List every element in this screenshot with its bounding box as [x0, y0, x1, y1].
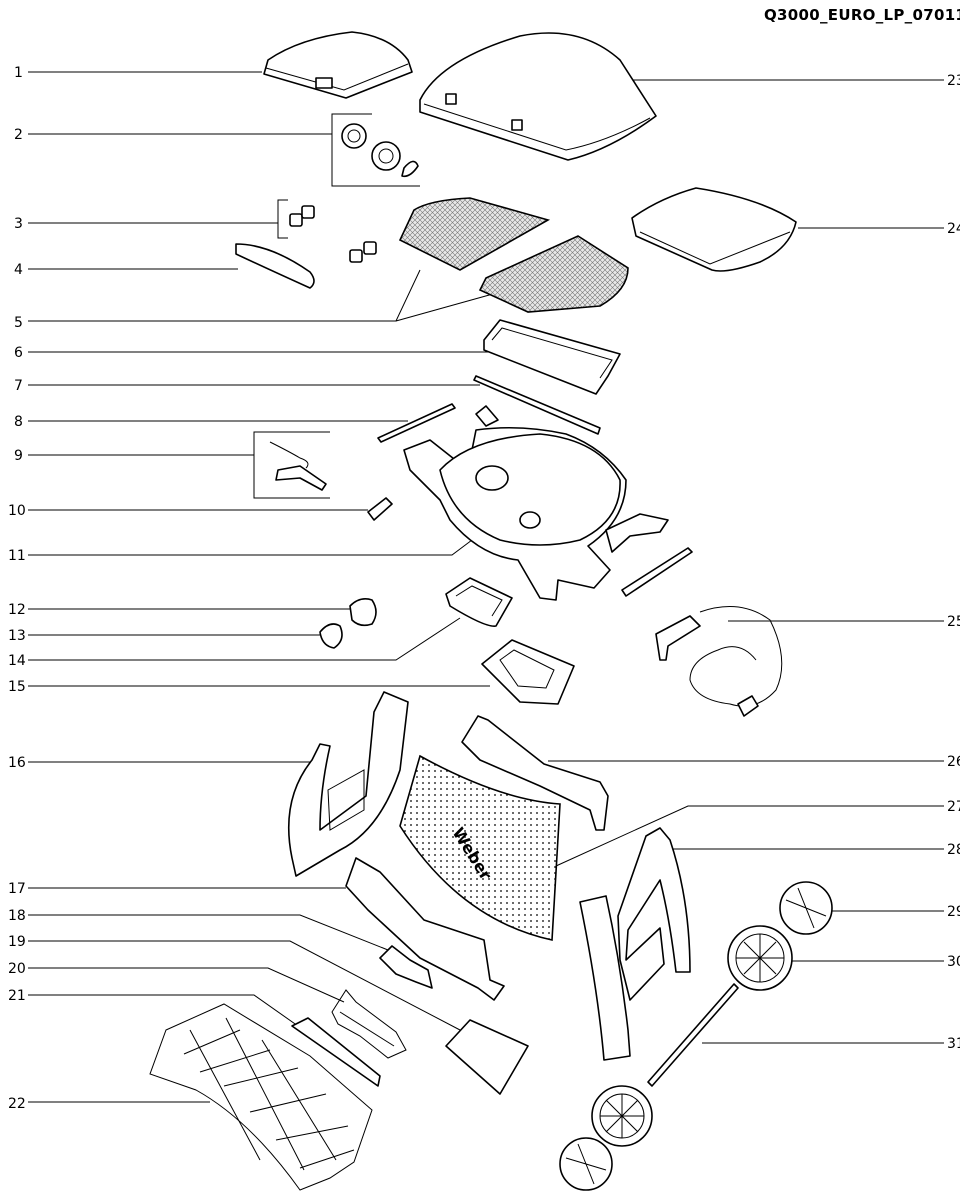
part-axle	[647, 983, 739, 1087]
callout-label: 10	[8, 503, 26, 519]
part-hook-21	[291, 1017, 381, 1087]
callout-4: 4	[14, 262, 238, 278]
callout-label: 27	[947, 799, 960, 815]
part-handle	[235, 243, 315, 289]
callout-9: 9	[14, 448, 254, 464]
callout-label: 5	[14, 315, 23, 331]
callout-label: 11	[8, 548, 26, 564]
callout-label: 30	[947, 954, 960, 970]
callout-label: 2	[14, 127, 23, 143]
part-drip-tray	[445, 577, 513, 627]
callout-11: 11	[8, 539, 473, 564]
callout-label: 1	[14, 65, 23, 81]
callout-8: 8	[14, 414, 408, 430]
callout-label: 16	[8, 755, 26, 771]
callout-21: 21	[8, 988, 299, 1027]
callout-16: 16	[8, 755, 310, 771]
part-clip-assembly	[253, 431, 330, 499]
part-igniter	[367, 497, 393, 521]
part-rod-8	[377, 403, 693, 597]
part-left-frame	[287, 691, 409, 877]
callout-14: 14	[8, 617, 461, 669]
part-side-table-left	[263, 31, 413, 99]
callout-label: 29	[947, 904, 960, 920]
callout-27: 27	[555, 799, 960, 867]
document-code: Q3000_EURO_LP_07011	[764, 6, 960, 24]
callout-label: 25	[947, 614, 960, 630]
callout-label: 15	[8, 679, 26, 695]
callout-label: 24	[947, 221, 960, 237]
callout-label: 7	[14, 378, 23, 394]
callout-label: 21	[8, 988, 26, 1004]
callout-28: 28	[672, 842, 960, 858]
part-cooking-grates	[398, 197, 629, 313]
callout-label: 6	[14, 345, 23, 361]
callout-label: 28	[947, 842, 960, 858]
callout-label: 19	[8, 934, 26, 950]
part-bracket-18	[379, 945, 433, 989]
part-plate-19	[445, 1019, 529, 1095]
callout-12: 12	[8, 602, 352, 618]
part-tray-liner	[481, 639, 575, 705]
part-nuts	[277, 199, 377, 263]
callout-label: 3	[14, 216, 23, 232]
part-grease-frame	[473, 319, 621, 435]
callout-label: 31	[947, 1036, 960, 1052]
callout-5: 5	[14, 269, 501, 331]
callout-label: 9	[14, 448, 23, 464]
callout-7: 7	[14, 378, 480, 394]
part-cross-brace	[461, 715, 609, 831]
callout-6: 6	[14, 345, 488, 361]
callout-17: 17	[8, 881, 346, 897]
part-wire-shelf	[149, 1003, 373, 1191]
callout-1: 1	[14, 65, 262, 81]
callout-label: 17	[8, 881, 26, 897]
callout-2: 2	[14, 127, 332, 143]
callout-label: 13	[8, 628, 26, 644]
right-callouts: 23 24 25 26 27 28 29 30 31	[548, 73, 960, 1052]
callout-20: 20	[8, 961, 345, 1003]
part-side-table-right	[631, 187, 797, 272]
callout-19: 19	[8, 934, 461, 1031]
callout-13: 13	[8, 628, 320, 644]
callout-label: 18	[8, 908, 26, 924]
callout-24: 24	[798, 221, 960, 237]
part-lower-brace	[345, 857, 505, 1001]
callout-label: 20	[8, 961, 26, 977]
part-hose-regulator	[655, 606, 783, 717]
callout-label: 4	[14, 262, 23, 278]
callout-31: 31	[702, 1036, 960, 1052]
callout-10: 10	[8, 503, 368, 519]
callout-label: 22	[8, 1096, 26, 1112]
part-wire-stand	[331, 989, 407, 1059]
callout-23: 23	[632, 73, 960, 89]
callout-30: 30	[786, 954, 960, 970]
callout-15: 15	[8, 679, 490, 695]
part-cookbox	[403, 405, 669, 601]
callout-label: 8	[14, 414, 23, 430]
callout-3: 3	[14, 216, 278, 232]
part-knobs	[319, 598, 377, 649]
callout-label: 23	[947, 73, 960, 89]
callout-29: 29	[830, 904, 960, 920]
part-wheels	[559, 1085, 653, 1191]
callout-22: 22	[8, 1096, 210, 1112]
part-front-panel: Weber	[399, 754, 561, 941]
part-control-knobs	[331, 113, 420, 187]
callout-26: 26	[548, 754, 960, 770]
callout-18: 18	[8, 908, 389, 951]
left-callouts: 1 2 3 4 5 6 7 8 9 10 11 12 13 14 15 16 1…	[8, 65, 501, 1112]
part-hubcaps	[727, 881, 833, 991]
part-lid	[419, 32, 657, 161]
callout-25: 25	[728, 614, 960, 630]
part-right-frame	[579, 827, 691, 1061]
callout-label: 26	[947, 754, 960, 770]
callout-label: 12	[8, 602, 26, 618]
callout-label: 14	[8, 653, 26, 669]
